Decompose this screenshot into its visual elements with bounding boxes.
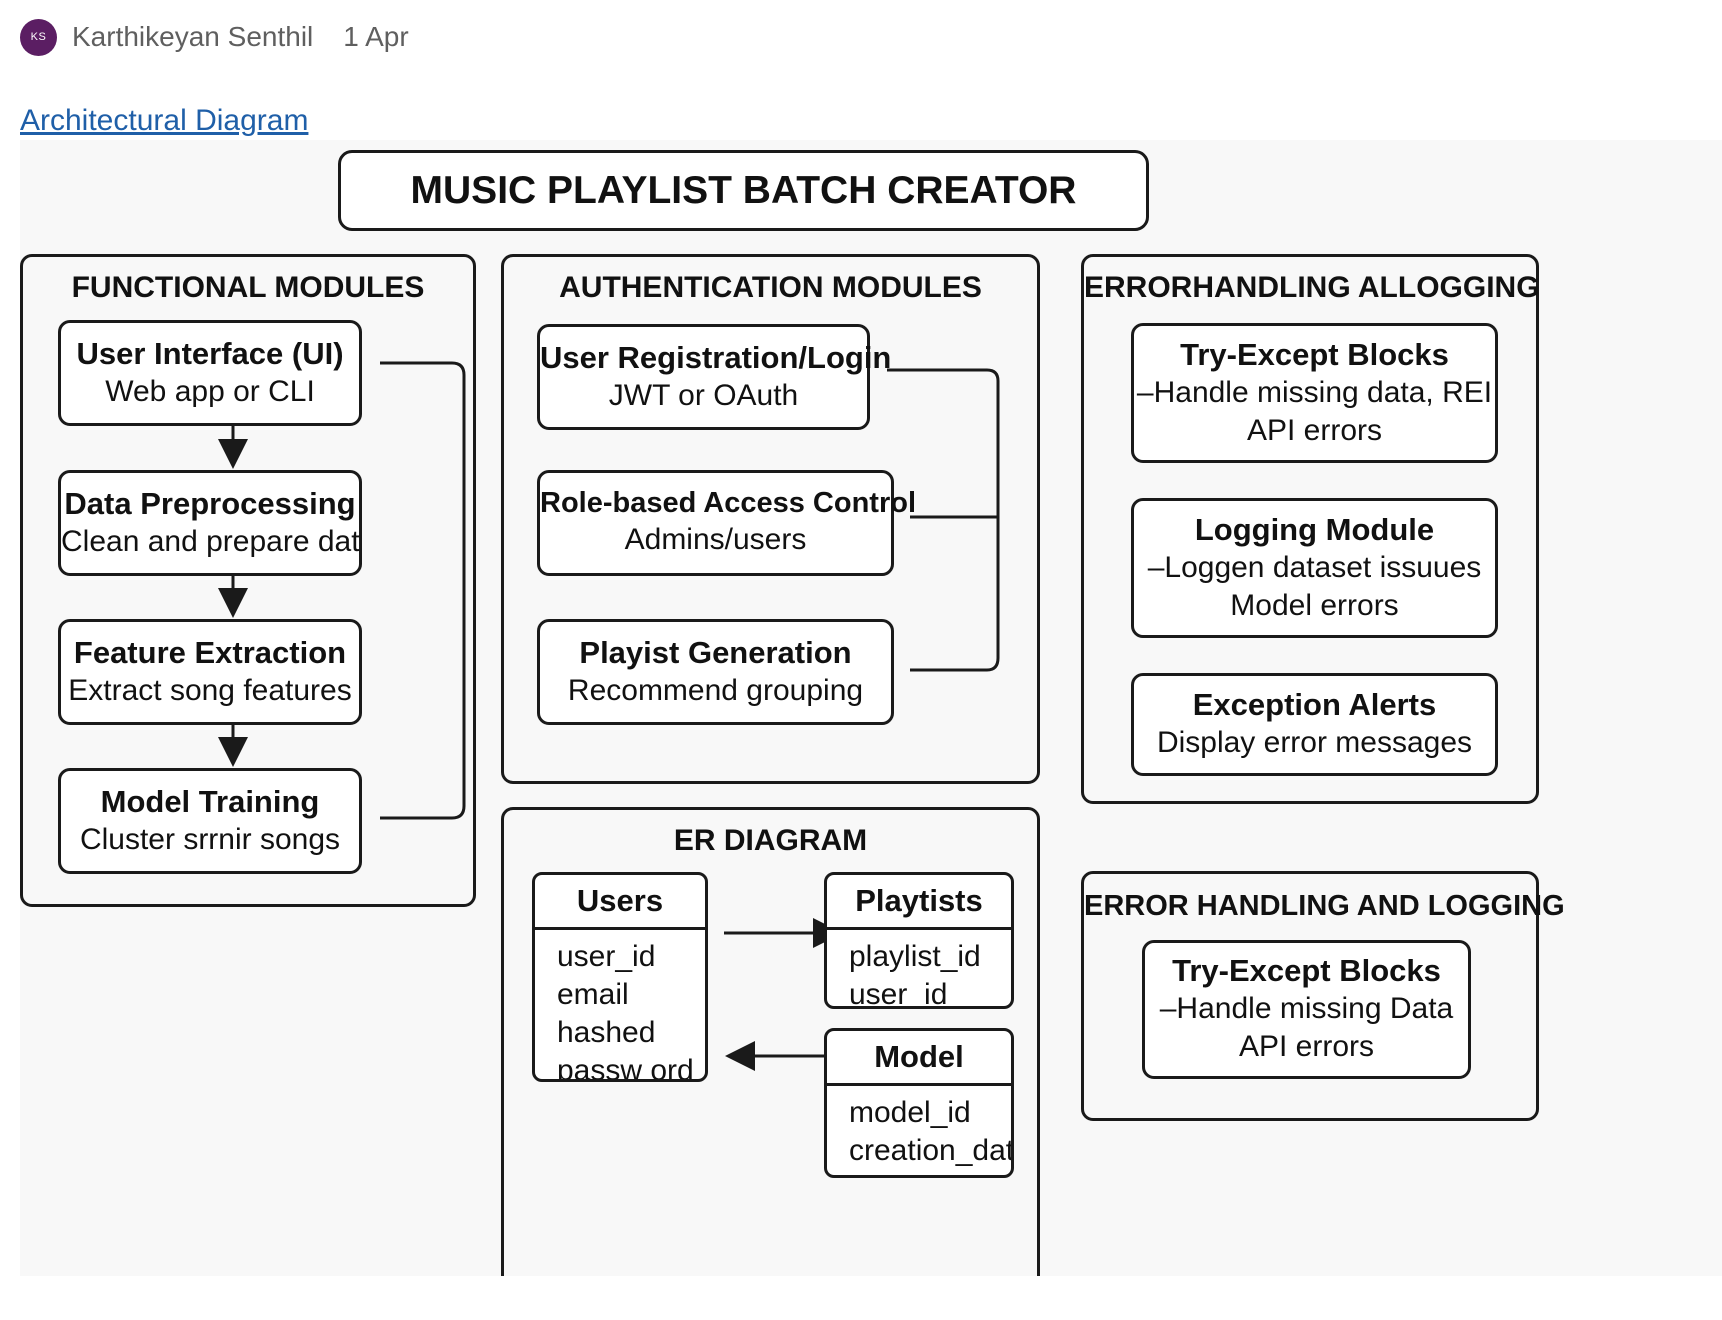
entity-field: user_id — [849, 978, 948, 1009]
architectural-diagram-link[interactable]: Architectural Diagram — [20, 104, 309, 137]
loop-ui-to-training — [380, 361, 466, 820]
panel-title-error-handling: ERRORHANDLING ALLOGGING — [1084, 271, 1540, 304]
module-line: –Handle missing Data — [1159, 992, 1454, 1026]
entity-name: Playtists — [827, 875, 1011, 930]
module-try-except-blocks-2: Try-Except Blocks –Handle missing Data A… — [1142, 940, 1471, 1079]
module-data-preprocessing: Data Preprocessing Clean and prepare dat — [58, 470, 362, 576]
module-user-registration: User Registration/Login JWT or OAuth — [537, 324, 892, 430]
module-title: Exception Alerts — [1192, 687, 1437, 723]
entity-model: Model model_id creation_date — [824, 1028, 1014, 1178]
panel-title-error-handling-2: ERROR HANDLING AND LOGGING — [1084, 890, 1565, 922]
module-line: Display error messages — [1156, 726, 1473, 760]
module-playlist-generation: Playist Generation Recommend grouping — [537, 619, 894, 725]
module-subtitle: Admins/users — [624, 523, 807, 557]
module-subtitle: Extract song features — [68, 673, 352, 707]
panel-error-handling-logging: ERRORHANDLING ALLOGGING — [1081, 254, 1540, 804]
architecture-diagram-image: MUSIC PLAYLIST BATCH CREATOR FUNCTIONAL … — [20, 140, 1722, 1276]
module-try-except-blocks: Try-Except Blocks –Handle missing data, … — [1131, 323, 1498, 463]
module-title: User Interface (UI) — [76, 335, 344, 371]
module-title: Playist Generation — [579, 634, 852, 670]
diagram-title: MUSIC PLAYLIST BATCH CREATOR — [410, 169, 1077, 212]
module-role-based-access: Role-based Access Control Admins/users — [537, 470, 917, 576]
module-subtitle: Clean and prepare dat — [61, 524, 360, 558]
module-exception-alerts: Exception Alerts Display error messages — [1131, 673, 1498, 776]
module-line: –Handle missing data, REI — [1136, 375, 1493, 409]
module-title: Try-Except Blocks — [1180, 336, 1449, 372]
module-title: Role-based Access Control — [540, 487, 917, 520]
panel-title-authentication: AUTHENTICATION MODULES — [559, 271, 982, 304]
module-title: User Registration/Login — [540, 339, 892, 375]
module-line: API errors — [1238, 1030, 1375, 1064]
entity-field: playlist_id — [849, 940, 981, 973]
author-name[interactable]: Karthikeyan Senthil — [72, 21, 314, 52]
module-logging: Logging Module –Loggen dataset issuues M… — [1131, 498, 1498, 638]
panel-functional-modules: FUNCTIONAL MODULES — [20, 254, 476, 907]
module-line: API errors — [1246, 413, 1383, 447]
panel-authentication-modules: AUTHENTICATION MODULES — [501, 254, 1040, 784]
module-subtitle: Recommend grouping — [567, 673, 864, 707]
module-subtitle: Cluster srrnir songs — [79, 822, 341, 856]
module-user-interface: User Interface (UI) Web app or CLI — [58, 320, 362, 426]
module-title: Model Training — [100, 783, 320, 819]
module-title: Feature Extraction — [73, 634, 347, 670]
entity-name: Model — [827, 1031, 1011, 1086]
module-title: Logging Module — [1194, 511, 1435, 547]
entity-field: model_id — [849, 1096, 971, 1129]
module-title: Try-Except Blocks — [1172, 953, 1441, 989]
module-subtitle: JWT or OAuth — [608, 378, 799, 412]
bracket-auth-modules — [887, 368, 1000, 672]
panel-title-functional: FUNCTIONAL MODULES — [71, 271, 425, 304]
panel-error-handling-and-logging: ERROR HANDLING AND LOGGING — [1081, 871, 1565, 1121]
diagram-title-box: MUSIC PLAYLIST BATCH CREATOR — [338, 150, 1149, 231]
panel-title-er-diagram: ER DIAGRAM — [673, 824, 868, 857]
module-model-training: Model Training Cluster srrnir songs — [58, 768, 362, 874]
avatar[interactable]: KS — [20, 18, 57, 56]
module-line: –Loggen dataset issuues — [1147, 550, 1482, 584]
module-line: Model errors — [1230, 588, 1399, 622]
panel-er-diagram: ER DIAGRAM — [501, 807, 1040, 1276]
module-title: Data Preprocessing — [64, 485, 356, 521]
entity-name: Users — [535, 875, 705, 930]
entity-field: hashed — [557, 1016, 656, 1049]
entity-field: email — [557, 978, 629, 1011]
module-subtitle: Web app or CLI — [105, 374, 315, 408]
entity-users: Users user_id email hashed passw ord — [532, 872, 708, 1082]
entity-field: passw ord — [557, 1054, 694, 1082]
entity-field: creation_date — [849, 1134, 1014, 1167]
post-date: 1 Apr — [343, 21, 409, 52]
post-header: KS Karthikeyan Senthil 1 Apr — [20, 16, 409, 58]
entity-playlists: Playtists playlist_id user_id — [824, 872, 1014, 1009]
entity-field: user_id — [557, 940, 656, 973]
module-feature-extraction: Feature Extraction Extract song features — [58, 619, 362, 725]
diagram-connectors — [218, 361, 1000, 1071]
